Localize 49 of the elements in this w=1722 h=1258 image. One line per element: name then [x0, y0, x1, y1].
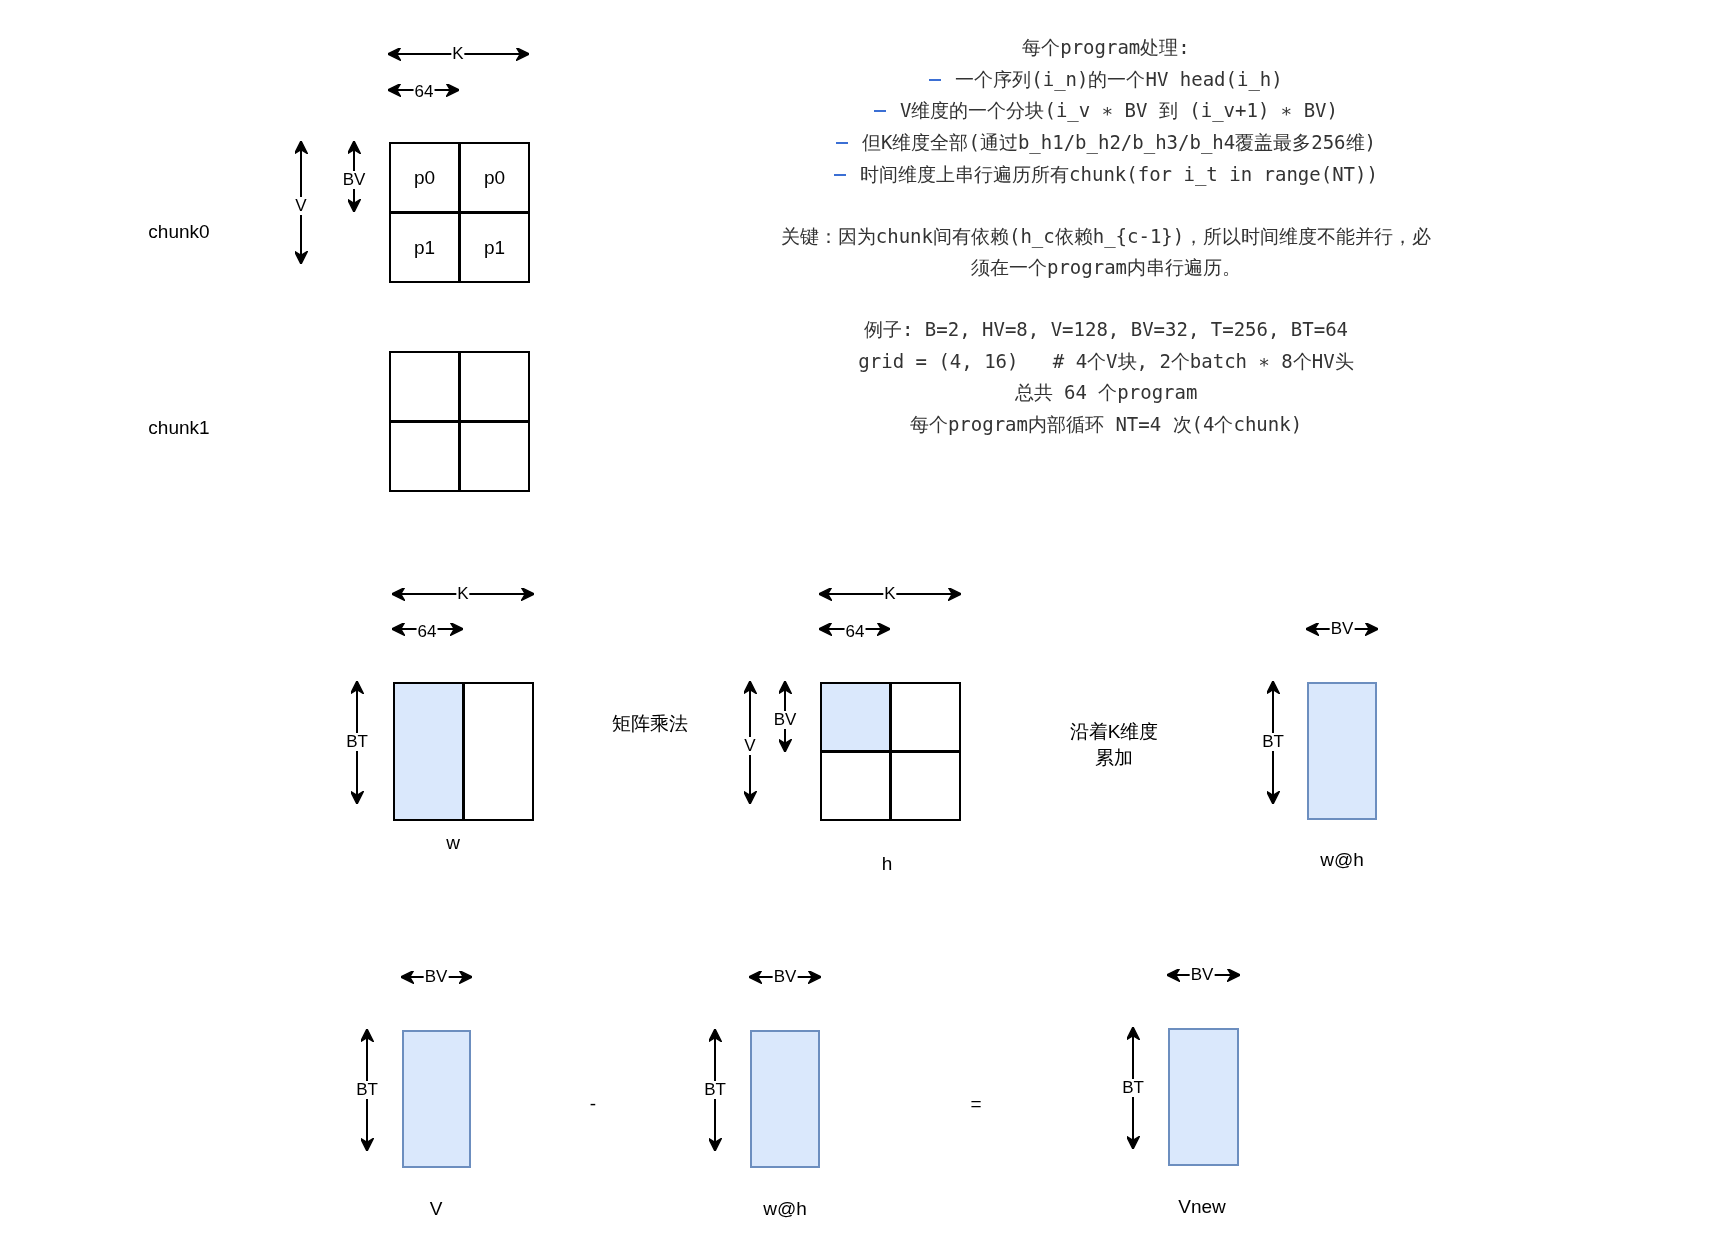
text-label: chunk1 — [148, 417, 210, 439]
matrix-block — [389, 421, 460, 492]
matrix-block — [890, 751, 961, 821]
text-label: w@h — [763, 1198, 807, 1220]
dimension-label: BT — [1261, 733, 1285, 751]
dimension-label: V — [294, 197, 308, 215]
dimension-label: BT — [345, 733, 369, 751]
matrix-cell: p0 — [389, 142, 460, 213]
matrix-block — [463, 682, 534, 821]
matrix-block — [389, 351, 460, 422]
note-text: 例子: B=2, HV=8, V=128, BV=32, T=256, BT=64 — [863, 317, 1349, 342]
matrix-block — [402, 1030, 471, 1168]
text-label: = — [970, 1093, 982, 1115]
dimension-label: V — [743, 737, 757, 755]
step-text: 沿着K维度累加 — [1068, 720, 1160, 770]
matrix-block — [1307, 682, 1377, 820]
text-label: - — [589, 1093, 597, 1115]
matrix-block — [890, 682, 961, 752]
heading-text: 每个program处理: — [1022, 35, 1190, 60]
note-text: grid = (4, 16) # 4个V块, 2个batch ∗ 8个HV头 — [858, 349, 1354, 374]
matrix-block — [820, 682, 891, 752]
note-text: 关键：因为chunk间有依赖(h_c依赖h_{c-1})，所以时间维度不能并行，必须在一个program内串行遍历。 — [779, 224, 1433, 280]
matrix-block — [750, 1030, 820, 1168]
matrix-block — [820, 751, 891, 821]
bullet-text: 一个序列(i_n)的一个HV head(i_h) — [955, 67, 1283, 93]
matrix-block — [459, 351, 530, 422]
matrix-block — [393, 682, 464, 821]
text-label: Vnew — [1178, 1196, 1226, 1218]
matrix-cell: p1 — [389, 212, 460, 283]
matrix-cell: p1 — [459, 212, 530, 283]
note-text: 每个program内部循环 NT=4 次(4个chunk) — [909, 412, 1303, 437]
matrix-cell: p0 — [459, 142, 530, 213]
dimension-label: BV — [772, 711, 798, 729]
matrix-block — [459, 421, 530, 492]
dimension-label: BT — [703, 1081, 727, 1099]
bullet-text: 时间维度上串行遍历所有chunk(for i_t in range(NT)) — [860, 162, 1378, 188]
text-label: w@h — [1320, 849, 1364, 871]
matrix-block — [1168, 1028, 1239, 1166]
text-label: h — [881, 853, 893, 875]
text-label: 矩阵乘法 — [612, 712, 688, 736]
text-label: w — [446, 832, 460, 854]
note-text: 总共 64 个program — [1014, 380, 1198, 405]
dimension-label: BV — [341, 171, 367, 189]
dimension-label: BT — [1121, 1079, 1145, 1097]
dimension-label: BT — [355, 1081, 379, 1099]
text-label: chunk0 — [148, 221, 210, 243]
text-label: V — [429, 1198, 443, 1220]
bullet-text: 但K维度全部(通过b_h1/b_h2/b_h3/b_h4覆盖最多256维) — [862, 130, 1376, 156]
bullet-text: V维度的一个分块(i_v ∗ BV 到 (i_v+1) ∗ BV) — [900, 98, 1338, 124]
